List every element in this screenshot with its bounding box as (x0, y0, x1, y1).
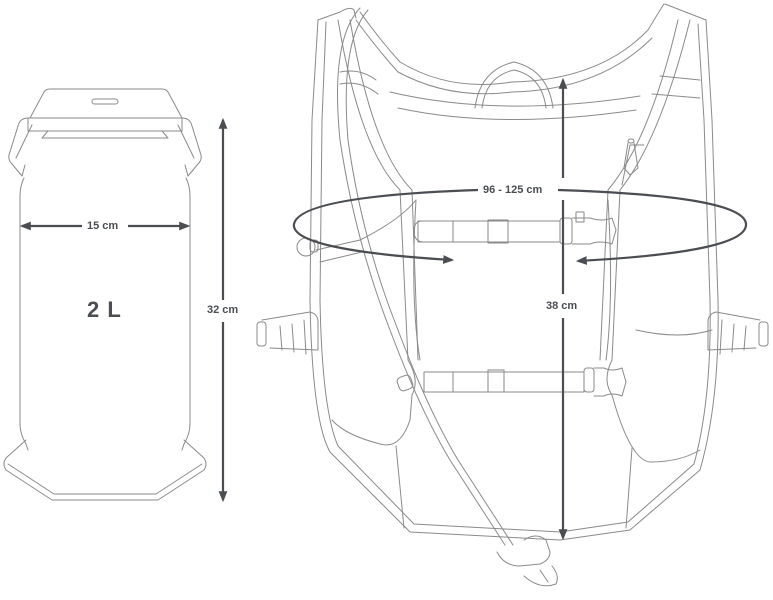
vest-chest-circumference-label: 96 - 125 cm (480, 184, 546, 197)
vest-height-label: 38 cm (543, 300, 581, 313)
reservoir-width-label: 15 cm (84, 220, 122, 233)
reservoir-drawing (3, 88, 207, 501)
reservoir-height-label: 32 cm (204, 304, 242, 317)
reservoir-capacity-label: 2 L (87, 297, 122, 322)
vest-drawing (256, 3, 769, 587)
